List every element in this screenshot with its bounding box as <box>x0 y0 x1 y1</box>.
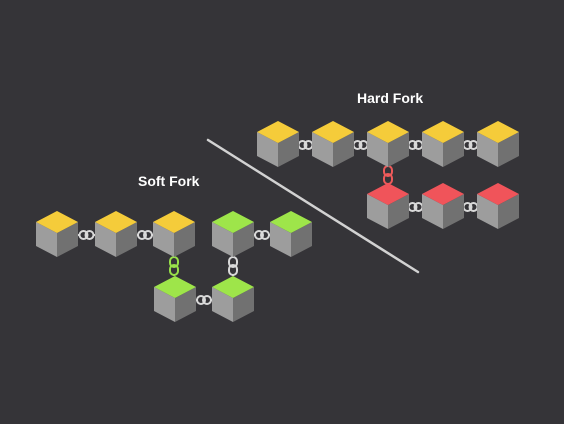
soft-fork-title: Soft Fork <box>138 173 200 189</box>
hard-block-red <box>477 183 519 229</box>
hard-block-yellow <box>367 121 409 167</box>
soft-chain-link <box>254 230 270 240</box>
hard-chain-link <box>462 202 479 212</box>
soft-chain-link <box>78 230 95 240</box>
hard-block-red <box>422 183 464 229</box>
soft-block-green <box>212 211 254 257</box>
hard-fork-title: Hard Fork <box>357 90 424 106</box>
soft-block-green <box>212 276 254 322</box>
hard-block-yellow <box>257 121 299 167</box>
soft-block-green <box>270 211 312 257</box>
hard-block-yellow <box>422 121 464 167</box>
divider-line <box>206 138 420 274</box>
soft-chain-link <box>228 256 238 276</box>
hard-chain-link <box>407 140 424 150</box>
hard-chain-link <box>462 140 479 150</box>
hard-fork-link <box>383 165 393 185</box>
hard-block-yellow <box>312 121 354 167</box>
soft-chain-link <box>137 230 153 240</box>
soft-block-yellow <box>36 211 78 257</box>
soft-block-green <box>154 276 196 322</box>
hard-block-red <box>367 183 409 229</box>
soft-chain-link <box>196 295 212 305</box>
soft-block-yellow <box>153 211 195 257</box>
hard-chain-link <box>352 140 369 150</box>
hard-chain-link <box>297 140 314 150</box>
hard-chain-link <box>407 202 424 212</box>
hard-block-yellow <box>477 121 519 167</box>
soft-fork-link <box>169 256 179 276</box>
soft-block-yellow <box>95 211 137 257</box>
